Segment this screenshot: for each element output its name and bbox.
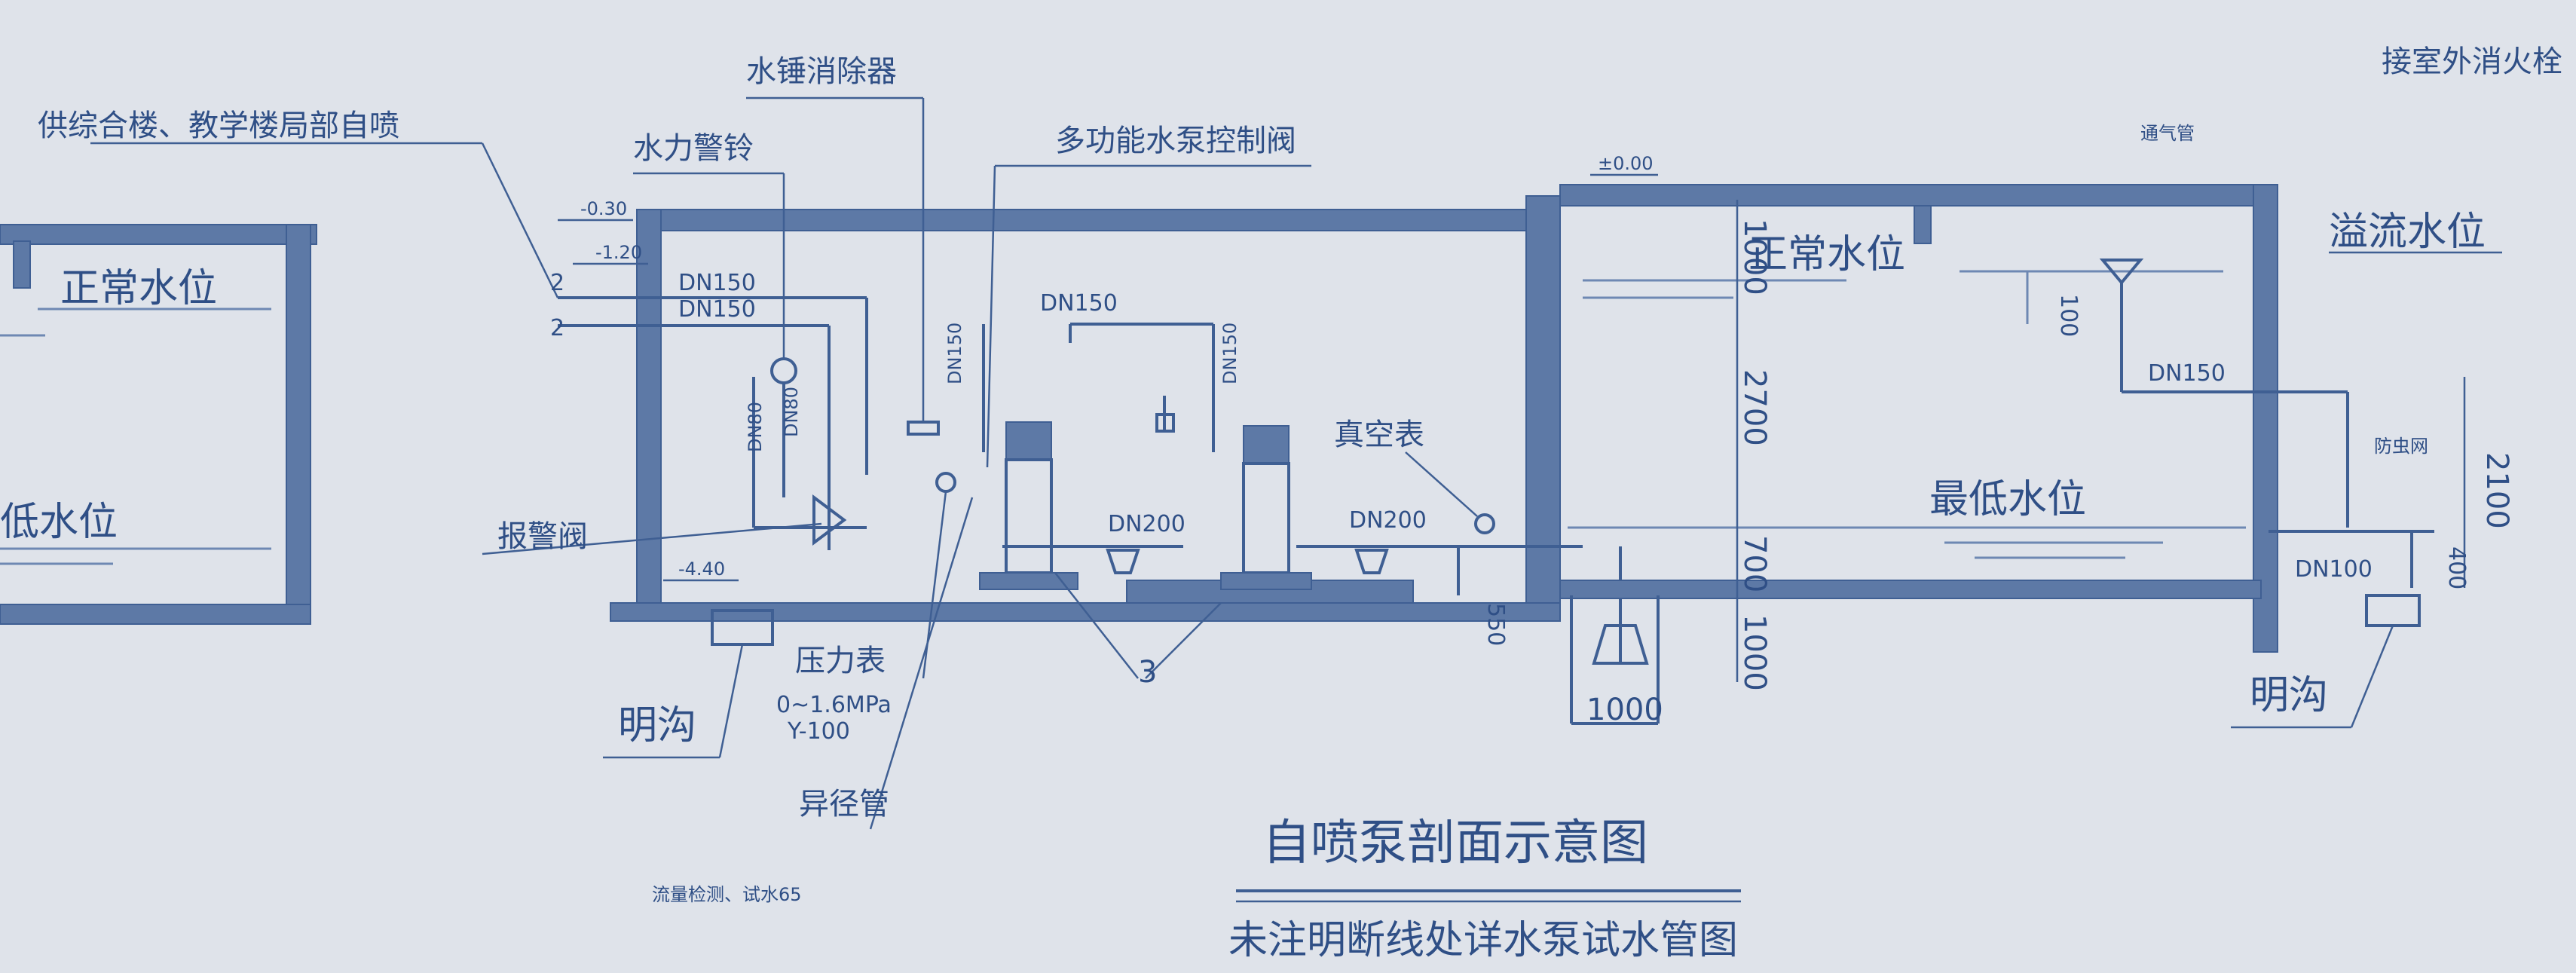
- left-normal-level-label: 正常水位: [60, 266, 217, 311]
- mark-2b: 2: [550, 315, 564, 341]
- pipe-dn150-v1: DN150: [944, 323, 965, 384]
- diagram-subtitle: 未注明断线处详水泵试水管图: [1228, 918, 1738, 963]
- pump-1: [979, 421, 1078, 590]
- pipe-dn100: DN100: [2295, 556, 2373, 583]
- water-hammer-eliminator: [746, 96, 940, 436]
- suction-sump: [1570, 595, 1660, 725]
- pipe-dn200-a: DN200: [1108, 511, 1186, 537]
- dn100-small-label: 100: [2055, 294, 2082, 337]
- gauge-model-label: Y-100: [787, 718, 850, 745]
- diagram-title: 自喷泵剖面示意图: [1262, 815, 1648, 871]
- pipe-dn80-a: DN80: [745, 402, 766, 452]
- elevation-440: -4.40: [678, 558, 725, 580]
- flow-test-label: 流量检测、试水65: [652, 884, 802, 905]
- left-low-level-label: 低水位: [0, 500, 118, 545]
- outdoor-hydrant-label: 接室外消火栓: [2382, 44, 2562, 79]
- dim-1000-sump: 1000: [1586, 693, 1663, 727]
- insect-net-label: 防虫网: [2374, 436, 2428, 457]
- vacuum-gauge-icon: [1474, 513, 1495, 534]
- overflow-level-label: 溢流水位: [2329, 210, 2486, 255]
- pressure-gauge-icon: [935, 472, 956, 493]
- pump-piping: [982, 323, 1622, 663]
- right-tank: [1559, 184, 2278, 653]
- vacuum-gauge-label: 真空表: [1334, 418, 1424, 452]
- alarm-valve-label: 报警阀: [497, 519, 588, 554]
- supply-pipes: [90, 142, 868, 550]
- pipe-dn150-a: DN150: [678, 270, 756, 296]
- dim-2100: 2100: [2480, 452, 2514, 529]
- pump-2: [1220, 425, 1312, 590]
- pipe-dn80-b: DN80: [781, 387, 802, 437]
- pressure-range-label: 0~1.6MPa: [776, 692, 892, 718]
- right-normal-level-label: 正常水位: [1748, 232, 1905, 277]
- reducer-label: 异径管: [799, 787, 889, 822]
- water-hammer-label: 水锤消除器: [746, 54, 897, 89]
- supply-note-label: 供综合楼、教学楼局部自喷: [38, 109, 399, 143]
- right-ditch-label: 明沟: [2250, 673, 2328, 718]
- pipe-dn200-b: DN200: [1349, 507, 1427, 534]
- mark-2a: 2: [550, 270, 564, 296]
- dim-1000-top: 1000: [1737, 219, 1772, 295]
- multi-valve-label: 多功能水泵控制阀: [1055, 124, 1296, 158]
- pipe-dn150-right: DN150: [2148, 360, 2226, 387]
- vent-pipe-label: 通气管: [2140, 123, 2195, 144]
- elevation-000: ±0.00: [1598, 153, 1654, 174]
- dim-400: 400: [2443, 546, 2470, 589]
- pipe-dn150-v2: DN150: [1219, 323, 1241, 384]
- dim-550: 550: [1482, 603, 1509, 646]
- left-ditch-label: 明沟: [618, 703, 696, 748]
- left-tank: [0, 224, 317, 625]
- elevation-030: -0.30: [580, 198, 627, 219]
- elevation-120: -1.20: [595, 242, 642, 263]
- pipe-dn150-b: DN150: [678, 296, 756, 323]
- water-alarm-bell-label: 水力警铃: [633, 131, 754, 166]
- pipe-dn150-c: DN150: [1040, 290, 1118, 317]
- right-low-level-label: 最低水位: [1929, 477, 2086, 522]
- pump-number-label: 3: [1138, 655, 1157, 690]
- elevation-markers: [558, 173, 1658, 582]
- dim-2700: 2700: [1737, 369, 1772, 446]
- dim-700: 700: [1737, 535, 1772, 592]
- dim-1000-bottom: 1000: [1737, 614, 1772, 691]
- pressure-gauge-label: 压力表: [795, 644, 886, 678]
